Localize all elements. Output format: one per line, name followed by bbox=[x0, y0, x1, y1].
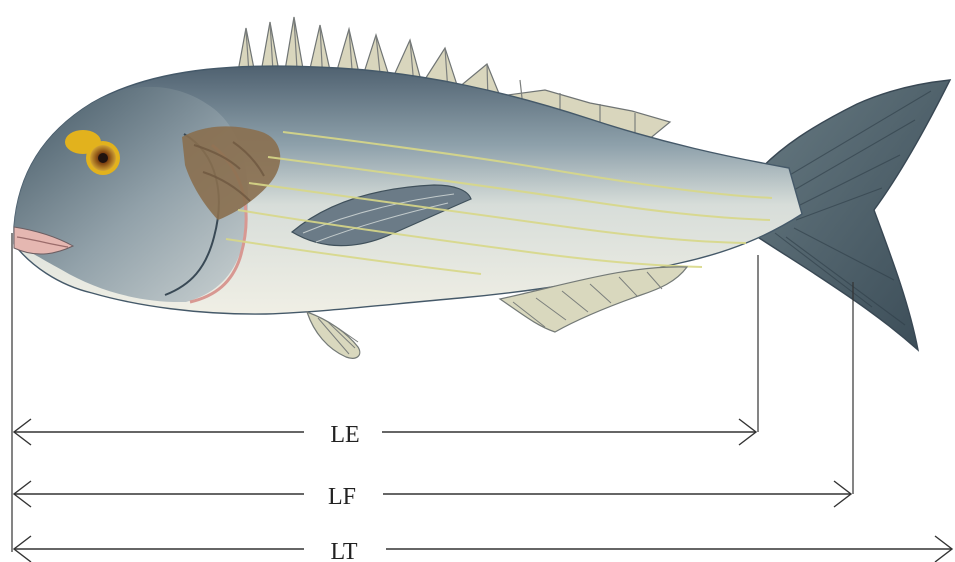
fish-illustration bbox=[14, 17, 950, 358]
lf-label: LF bbox=[328, 484, 356, 510]
le-measurement: LE bbox=[14, 419, 756, 448]
lt-label: LT bbox=[330, 539, 357, 562]
lf-measurement: LF bbox=[14, 481, 851, 510]
lf-line bbox=[14, 481, 851, 507]
le-label: LE bbox=[330, 422, 359, 448]
le-line bbox=[14, 419, 756, 445]
lt-measurement: LT bbox=[14, 536, 952, 562]
lt-line bbox=[14, 536, 952, 562]
